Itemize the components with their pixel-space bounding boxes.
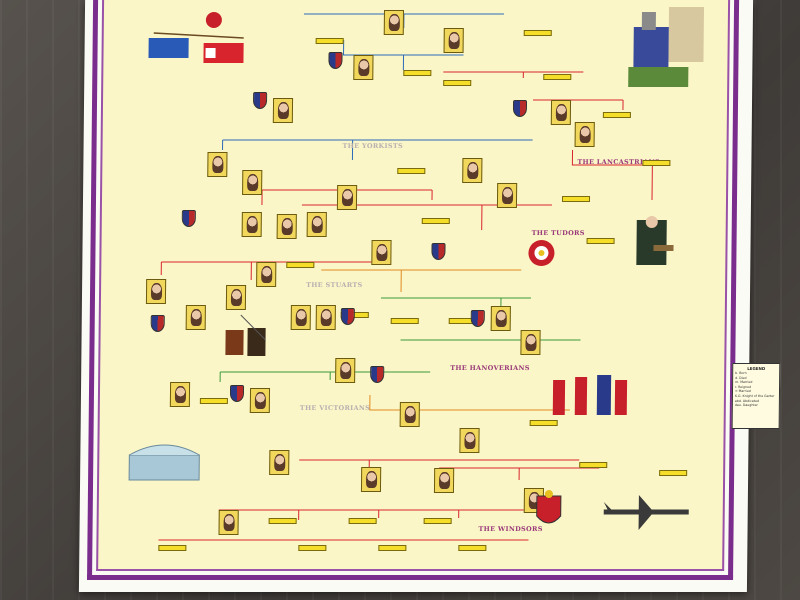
name-plaque xyxy=(443,80,472,86)
name-plaque xyxy=(543,74,572,80)
monarch-portrait xyxy=(185,305,206,330)
legend-box: LEGEND b. Born d. Died m. Married r. Rei… xyxy=(731,363,781,429)
name-plaque xyxy=(561,196,591,202)
house-label-stuarts: THE STUARTS xyxy=(306,281,363,289)
monarch-portrait xyxy=(399,402,420,427)
name-plaque xyxy=(403,70,432,76)
name-plaque xyxy=(158,545,187,551)
civil-war-soldiers-illustration xyxy=(220,310,271,360)
coat-of-arms-shield xyxy=(252,92,268,109)
family-tree-chart: THE YORKISTS THE LANCASTRIANS THE TUDORS… xyxy=(98,0,781,569)
legend-item: K.G. Knight of the Garter xyxy=(734,393,775,398)
knight-and-castle-illustration xyxy=(623,2,709,92)
monarch-portrait xyxy=(496,183,518,208)
crystal-palace-illustration xyxy=(124,440,204,485)
name-plaque xyxy=(423,518,452,524)
monarch-portrait xyxy=(433,468,455,493)
monarch-portrait xyxy=(383,10,404,35)
poster-purple-border: THE YORKISTS THE LANCASTRIANS THE TUDORS… xyxy=(87,0,781,580)
name-plaque xyxy=(286,262,315,268)
royal-coat-of-arms-illustration xyxy=(529,488,569,533)
house-label-yorkists: THE YORKISTS xyxy=(342,142,404,150)
monarch-portrait xyxy=(207,152,228,177)
name-plaque xyxy=(586,238,615,244)
name-plaque xyxy=(523,30,552,36)
jousting-knights-illustration xyxy=(143,8,254,78)
house-label-victorians: THE VICTORIANS xyxy=(299,404,371,412)
name-plaque xyxy=(397,168,426,174)
monarch-portrait xyxy=(490,306,511,331)
monarch-portrait xyxy=(145,279,167,304)
name-plaque xyxy=(315,38,344,44)
monarch-portrait xyxy=(550,100,572,125)
monarch-portrait xyxy=(520,330,541,355)
monarch-portrait xyxy=(360,467,382,492)
seated-writer-illustration xyxy=(631,210,677,270)
name-plaque xyxy=(298,545,327,551)
name-plaque xyxy=(390,318,419,324)
tudor-rose-illustration xyxy=(526,238,556,268)
monarch-portrait xyxy=(169,382,191,407)
name-plaque xyxy=(642,160,671,166)
monarch-portrait xyxy=(443,28,464,53)
name-plaque xyxy=(378,545,407,551)
house-label-hanoverians: THE HANOVERIANS xyxy=(450,364,530,372)
name-plaque xyxy=(421,218,450,224)
name-plaque xyxy=(579,462,608,468)
coat-of-arms-shield xyxy=(340,308,355,325)
monarch-portrait xyxy=(269,450,290,475)
monarch-portrait xyxy=(276,214,297,239)
royal-family-tree-poster: THE YORKISTS THE LANCASTRIANS THE TUDORS… xyxy=(78,0,781,592)
monarch-portrait xyxy=(371,240,392,265)
monarch-portrait xyxy=(241,212,262,237)
name-plaque xyxy=(268,518,297,524)
house-label-tudors: THE TUDORS xyxy=(531,229,585,237)
lineage-lines xyxy=(158,13,653,541)
monarch-portrait xyxy=(462,158,483,183)
monarch-portrait xyxy=(256,262,277,287)
monarch-portrait xyxy=(459,428,480,453)
monarch-portrait xyxy=(574,122,595,147)
coat-of-arms-shield xyxy=(370,366,385,383)
name-plaque xyxy=(659,470,688,476)
monarch-portrait xyxy=(225,285,247,310)
monarch-portrait xyxy=(336,185,358,210)
monarch-portrait xyxy=(272,98,294,123)
name-plaque xyxy=(458,545,487,551)
name-plaque xyxy=(199,398,228,404)
name-plaque xyxy=(348,518,377,524)
monarch-portrait xyxy=(249,388,271,413)
redcoat-soldiers-illustration xyxy=(545,365,631,425)
lancaster-bomber-plane-illustration xyxy=(598,490,693,535)
monarch-portrait xyxy=(315,305,336,330)
monarch-portrait xyxy=(218,510,239,535)
monarch-portrait xyxy=(290,305,311,330)
name-plaque xyxy=(602,112,631,118)
monarch-portrait xyxy=(242,170,263,195)
legend-item: dau. Daughter xyxy=(734,403,758,408)
poster-chart-area: THE YORKISTS THE LANCASTRIANS THE TUDORS… xyxy=(96,0,781,571)
monarch-portrait xyxy=(335,358,356,383)
monarch-portrait xyxy=(306,212,327,237)
monarch-portrait xyxy=(353,55,374,80)
